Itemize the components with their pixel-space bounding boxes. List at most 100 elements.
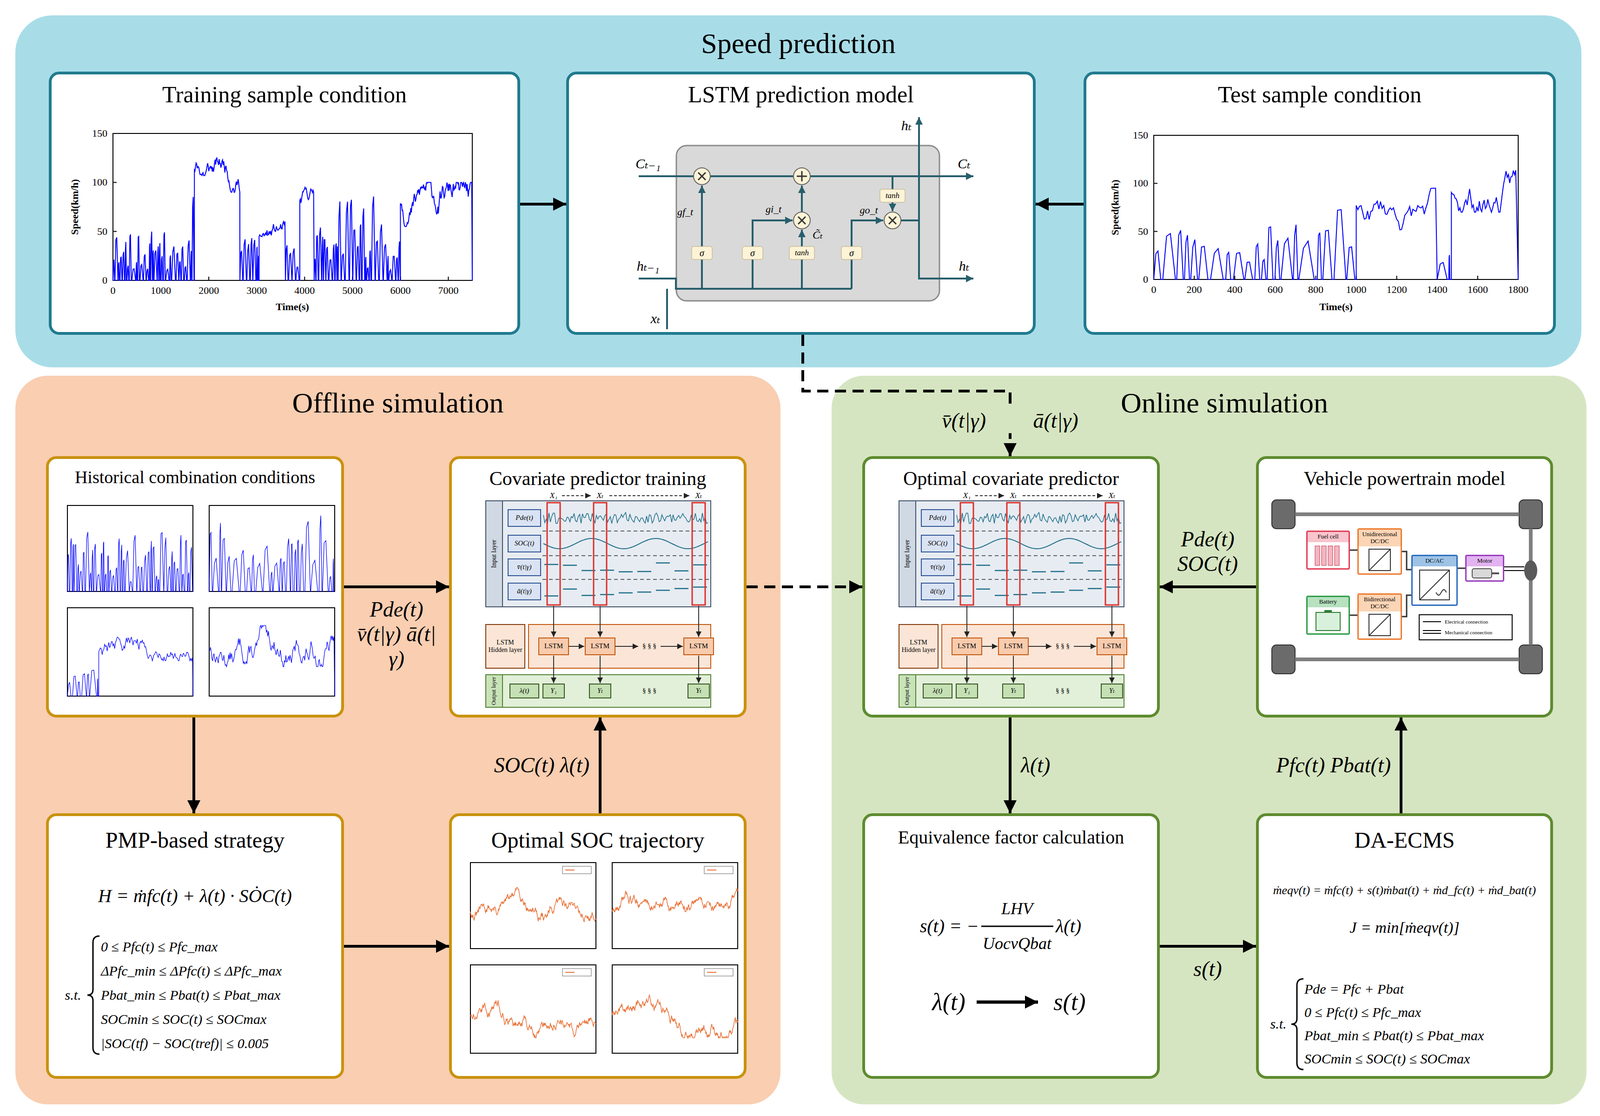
text-slot: H = ṁfc(t) + λ(t) · SȮC(t) <box>98 885 292 907</box>
hidden-output-line <box>900 220 974 279</box>
label-text: σ <box>849 247 854 259</box>
node-text: Offline simulation <box>291 386 504 420</box>
text-slot: 0 ≤ Pfc(t) ≤ Pfc_max <box>100 938 218 955</box>
converter-diagonal <box>1368 614 1391 636</box>
cell-plate <box>1321 545 1327 566</box>
window-marker <box>593 502 607 605</box>
sequence-arrow <box>609 495 690 496</box>
step-signal <box>994 569 1009 572</box>
text-slot: s.t. <box>1269 1015 1287 1032</box>
plot-frame <box>1153 135 1519 280</box>
text-slot: 1800 <box>1507 283 1529 296</box>
connector <box>802 334 1011 457</box>
component-box: Motor <box>1465 554 1505 582</box>
text-slot: tanh <box>794 248 809 258</box>
label-text: 0 <box>1143 273 1149 285</box>
node-text: Pde = Pfc + Pbat <box>1304 980 1404 998</box>
recurrent-arrow <box>1073 645 1097 647</box>
text-slot: § § § <box>1055 686 1070 695</box>
gate-box <box>789 246 815 260</box>
component-header <box>1412 555 1457 567</box>
node-text: Motor <box>1468 557 1501 565</box>
text-slot: J = min[ṁeqv(t)] <box>1349 918 1460 937</box>
text-slot: PMP-based strategy <box>105 826 285 853</box>
text-slot: hₜ <box>958 257 970 275</box>
text-slot: Mechanical connection <box>1444 629 1493 636</box>
text-slot: v̄(t|γ) ā(t|γ) <box>938 408 1082 434</box>
update-path <box>800 185 803 212</box>
component-box: Fuel cell <box>1306 530 1350 570</box>
node-text: ΔPfc_min ≤ ΔPfc(t) ≤ ΔPfc_max <box>100 962 282 979</box>
feed-arrow <box>599 605 601 637</box>
text-slot: 200 <box>1186 283 1203 296</box>
node-text: 0 ≤ Pfc(t) ≤ Pfc_max <box>100 938 218 955</box>
legend-text: Electrical connection <box>1444 618 1488 625</box>
label-text: v̄(t|γ) <box>930 562 946 571</box>
tick-mark <box>1153 134 1158 136</box>
output-value-box <box>956 683 978 698</box>
label-text: 50 <box>1137 225 1149 238</box>
operator-circle <box>793 211 811 229</box>
plus-sign <box>801 171 803 182</box>
node-text: s(t) = − <box>919 915 979 937</box>
text-slot: Test sample condition <box>1217 81 1422 109</box>
label-text: ā(t|γ) <box>516 587 532 596</box>
text-slot: 1400 <box>1427 283 1448 296</box>
mechanical-link <box>1504 569 1525 571</box>
text-slot: 5000 <box>342 284 363 297</box>
tick-mark <box>208 276 210 281</box>
text-slot: gi_t <box>765 203 782 215</box>
text-slot: Yₜ <box>695 686 702 695</box>
node-text: PMP-based strategy <box>105 826 285 853</box>
tick-mark <box>1396 275 1398 280</box>
connector <box>1399 717 1403 814</box>
lstm-unit <box>998 637 1029 655</box>
row-separator <box>542 578 709 580</box>
label-text: Yₜ <box>1109 686 1115 695</box>
label-text: Xₜ <box>695 490 703 501</box>
label-text: § § § <box>1055 641 1070 650</box>
label-text: Output layer <box>904 676 911 705</box>
text-slot: LSTM <box>689 641 708 650</box>
connector <box>1349 549 1358 551</box>
component-box: Unidirectional DC/DC <box>1357 528 1402 575</box>
step-signal <box>1050 591 1065 593</box>
text-slot: LSTM prediction model <box>687 81 914 109</box>
label-text: gf_t <box>677 205 694 218</box>
tick-mark <box>1517 275 1519 280</box>
connector <box>1159 585 1257 589</box>
label-text: Pde(t) <box>515 513 533 522</box>
edge-label: s(t) <box>1193 956 1222 982</box>
feed-arrow <box>698 605 700 637</box>
predictor-figure <box>899 495 1127 708</box>
text-slot: DA-ECMS <box>1354 826 1455 853</box>
component-header <box>1358 594 1401 612</box>
text-slot: 0 <box>102 274 108 286</box>
text-slot: 7000 <box>437 284 459 297</box>
node-text: Optimal SOC trajectory <box>491 826 705 853</box>
text-slot: 1200 <box>1386 283 1408 296</box>
step-signal <box>637 570 652 573</box>
converter-symbol <box>1368 548 1391 571</box>
text-slot: 100 <box>92 176 108 188</box>
text-slot: 0 <box>1143 273 1149 285</box>
gate-input <box>850 259 853 289</box>
node-text: λ(t) <box>932 987 966 1016</box>
legend-sample <box>707 971 717 973</box>
data-trace <box>470 999 596 1038</box>
legend-sample <box>1422 632 1442 634</box>
node-text: Unidirectional DC/DC <box>1360 530 1399 545</box>
node-text: DC/AC <box>1414 557 1455 565</box>
motor-shaft <box>1491 572 1500 575</box>
input-layer-frame <box>899 500 1124 607</box>
times-sign <box>798 216 806 225</box>
cell-plate <box>1315 545 1320 566</box>
text-slot: LSTM <box>1102 641 1122 650</box>
text-slot: s(t) = − <box>919 915 979 937</box>
connector <box>1035 202 1084 206</box>
recurrent-arrow <box>1028 645 1052 647</box>
text-slot: 1000 <box>1346 283 1367 296</box>
label-text: Xₜ <box>596 490 604 501</box>
window-marker <box>960 502 974 605</box>
